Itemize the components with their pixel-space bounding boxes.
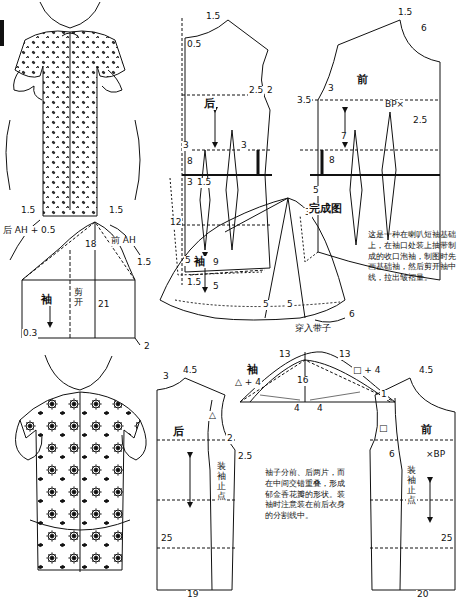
dimension: 5 <box>312 186 320 196</box>
dimension: △ + 4 <box>234 378 262 388</box>
dimension: 2.5 <box>237 452 253 462</box>
note-text: 这是一种在喇叭短袖基础上，在袖口处装上抽带制成的收口泡袖，制图时先画基础袖，然后… <box>367 230 461 284</box>
tulip-sleeve <box>240 352 395 402</box>
dimension: 13 <box>278 350 291 360</box>
dimension: 6 <box>348 310 356 320</box>
piece-name: 前 <box>420 424 433 436</box>
dimension: 5 <box>184 256 192 266</box>
bust-point: ×BP <box>425 450 446 460</box>
bust-point: BP× <box>384 100 405 110</box>
dimension: 13 <box>338 350 351 360</box>
dimension: 2.5 <box>248 86 264 96</box>
dimension: 0.5 <box>186 40 202 50</box>
cut-label: 剪开 <box>73 288 84 308</box>
finished-sleeve <box>160 198 345 322</box>
dimension: 1.5 <box>186 278 202 288</box>
dimension: 4 <box>316 404 324 414</box>
dimension: 25 <box>160 534 173 544</box>
dimension: 18 <box>84 240 97 250</box>
piece-name: 袖 <box>40 294 53 306</box>
figure-top <box>6 2 140 260</box>
notch-mark: △ <box>208 411 217 421</box>
dimension: 3 <box>162 372 170 382</box>
dimension: 2 <box>226 434 234 444</box>
dimension: 3 <box>186 178 194 188</box>
dimension: 1.5 <box>196 178 212 188</box>
dimension: 25 <box>440 534 453 544</box>
dimension: 3 <box>327 84 335 94</box>
sleeve-point: 装袖止点 <box>216 462 227 502</box>
dimension: 3 <box>182 141 190 151</box>
piece-name: 后 <box>203 98 216 110</box>
dimension: 20 <box>416 590 429 600</box>
dimension: 6 <box>420 24 428 34</box>
dimension: 5 <box>212 282 220 292</box>
dimension: 8 <box>328 156 336 166</box>
back-bodice-bottom <box>157 378 235 590</box>
dimension: 4.5 <box>182 366 198 376</box>
dimension: 12 <box>169 218 182 228</box>
annotation: 穿入带子 <box>294 324 332 334</box>
front-bodice-bottom <box>370 378 455 590</box>
dimension: □ + 4 <box>352 366 382 376</box>
dimension: 1.5 <box>136 258 152 268</box>
piece-name: 袖 <box>193 256 206 268</box>
title-label: 完成图 <box>308 203 343 215</box>
piece-name: 前 <box>356 74 369 86</box>
armhole-label: 前 AH <box>110 236 137 246</box>
dimension: 4 <box>293 404 301 414</box>
piece-name: 后 <box>172 426 185 438</box>
dimension: 1 <box>380 390 388 400</box>
dimension: 5 <box>262 300 270 310</box>
dimension: 0.3 <box>22 329 38 339</box>
dimension: 1.5 <box>20 206 36 216</box>
figure-bottom <box>16 355 147 572</box>
dimension: 5 <box>286 300 294 310</box>
dimension: 1.5 <box>205 12 221 22</box>
dimension: 3.5 <box>296 96 312 106</box>
sleeve-point: 装袖止点 <box>406 466 417 506</box>
dimension: 16 <box>296 376 309 386</box>
dimension: 4.5 <box>418 366 434 376</box>
dimension: 9 <box>212 258 220 268</box>
dimension: 2 <box>143 342 151 352</box>
dimension: 2 <box>266 86 274 96</box>
dimension: 1.5 <box>397 8 413 18</box>
back-bodice-top <box>170 18 272 285</box>
dimension: 3 <box>240 141 248 151</box>
sleeve-draft <box>22 222 140 345</box>
notch-mark: □ <box>378 424 389 434</box>
note-text: 袖子分前、后两片，而在中间交错重叠，形成郁金香花瓣的形状。装袖时注意装在前后衣身… <box>264 468 352 522</box>
armhole-label: 后 AH + 0.5 <box>2 226 56 236</box>
dimension: 2.5 <box>412 116 428 126</box>
dimension: 19 <box>186 590 199 600</box>
dimension: 8 <box>186 157 194 167</box>
dimension: 7 <box>340 132 348 142</box>
dimension: 6 <box>388 450 396 460</box>
dimension: 21 <box>97 300 110 310</box>
dimension: 1.5 <box>108 206 124 216</box>
piece-name: 袖 <box>246 364 259 376</box>
